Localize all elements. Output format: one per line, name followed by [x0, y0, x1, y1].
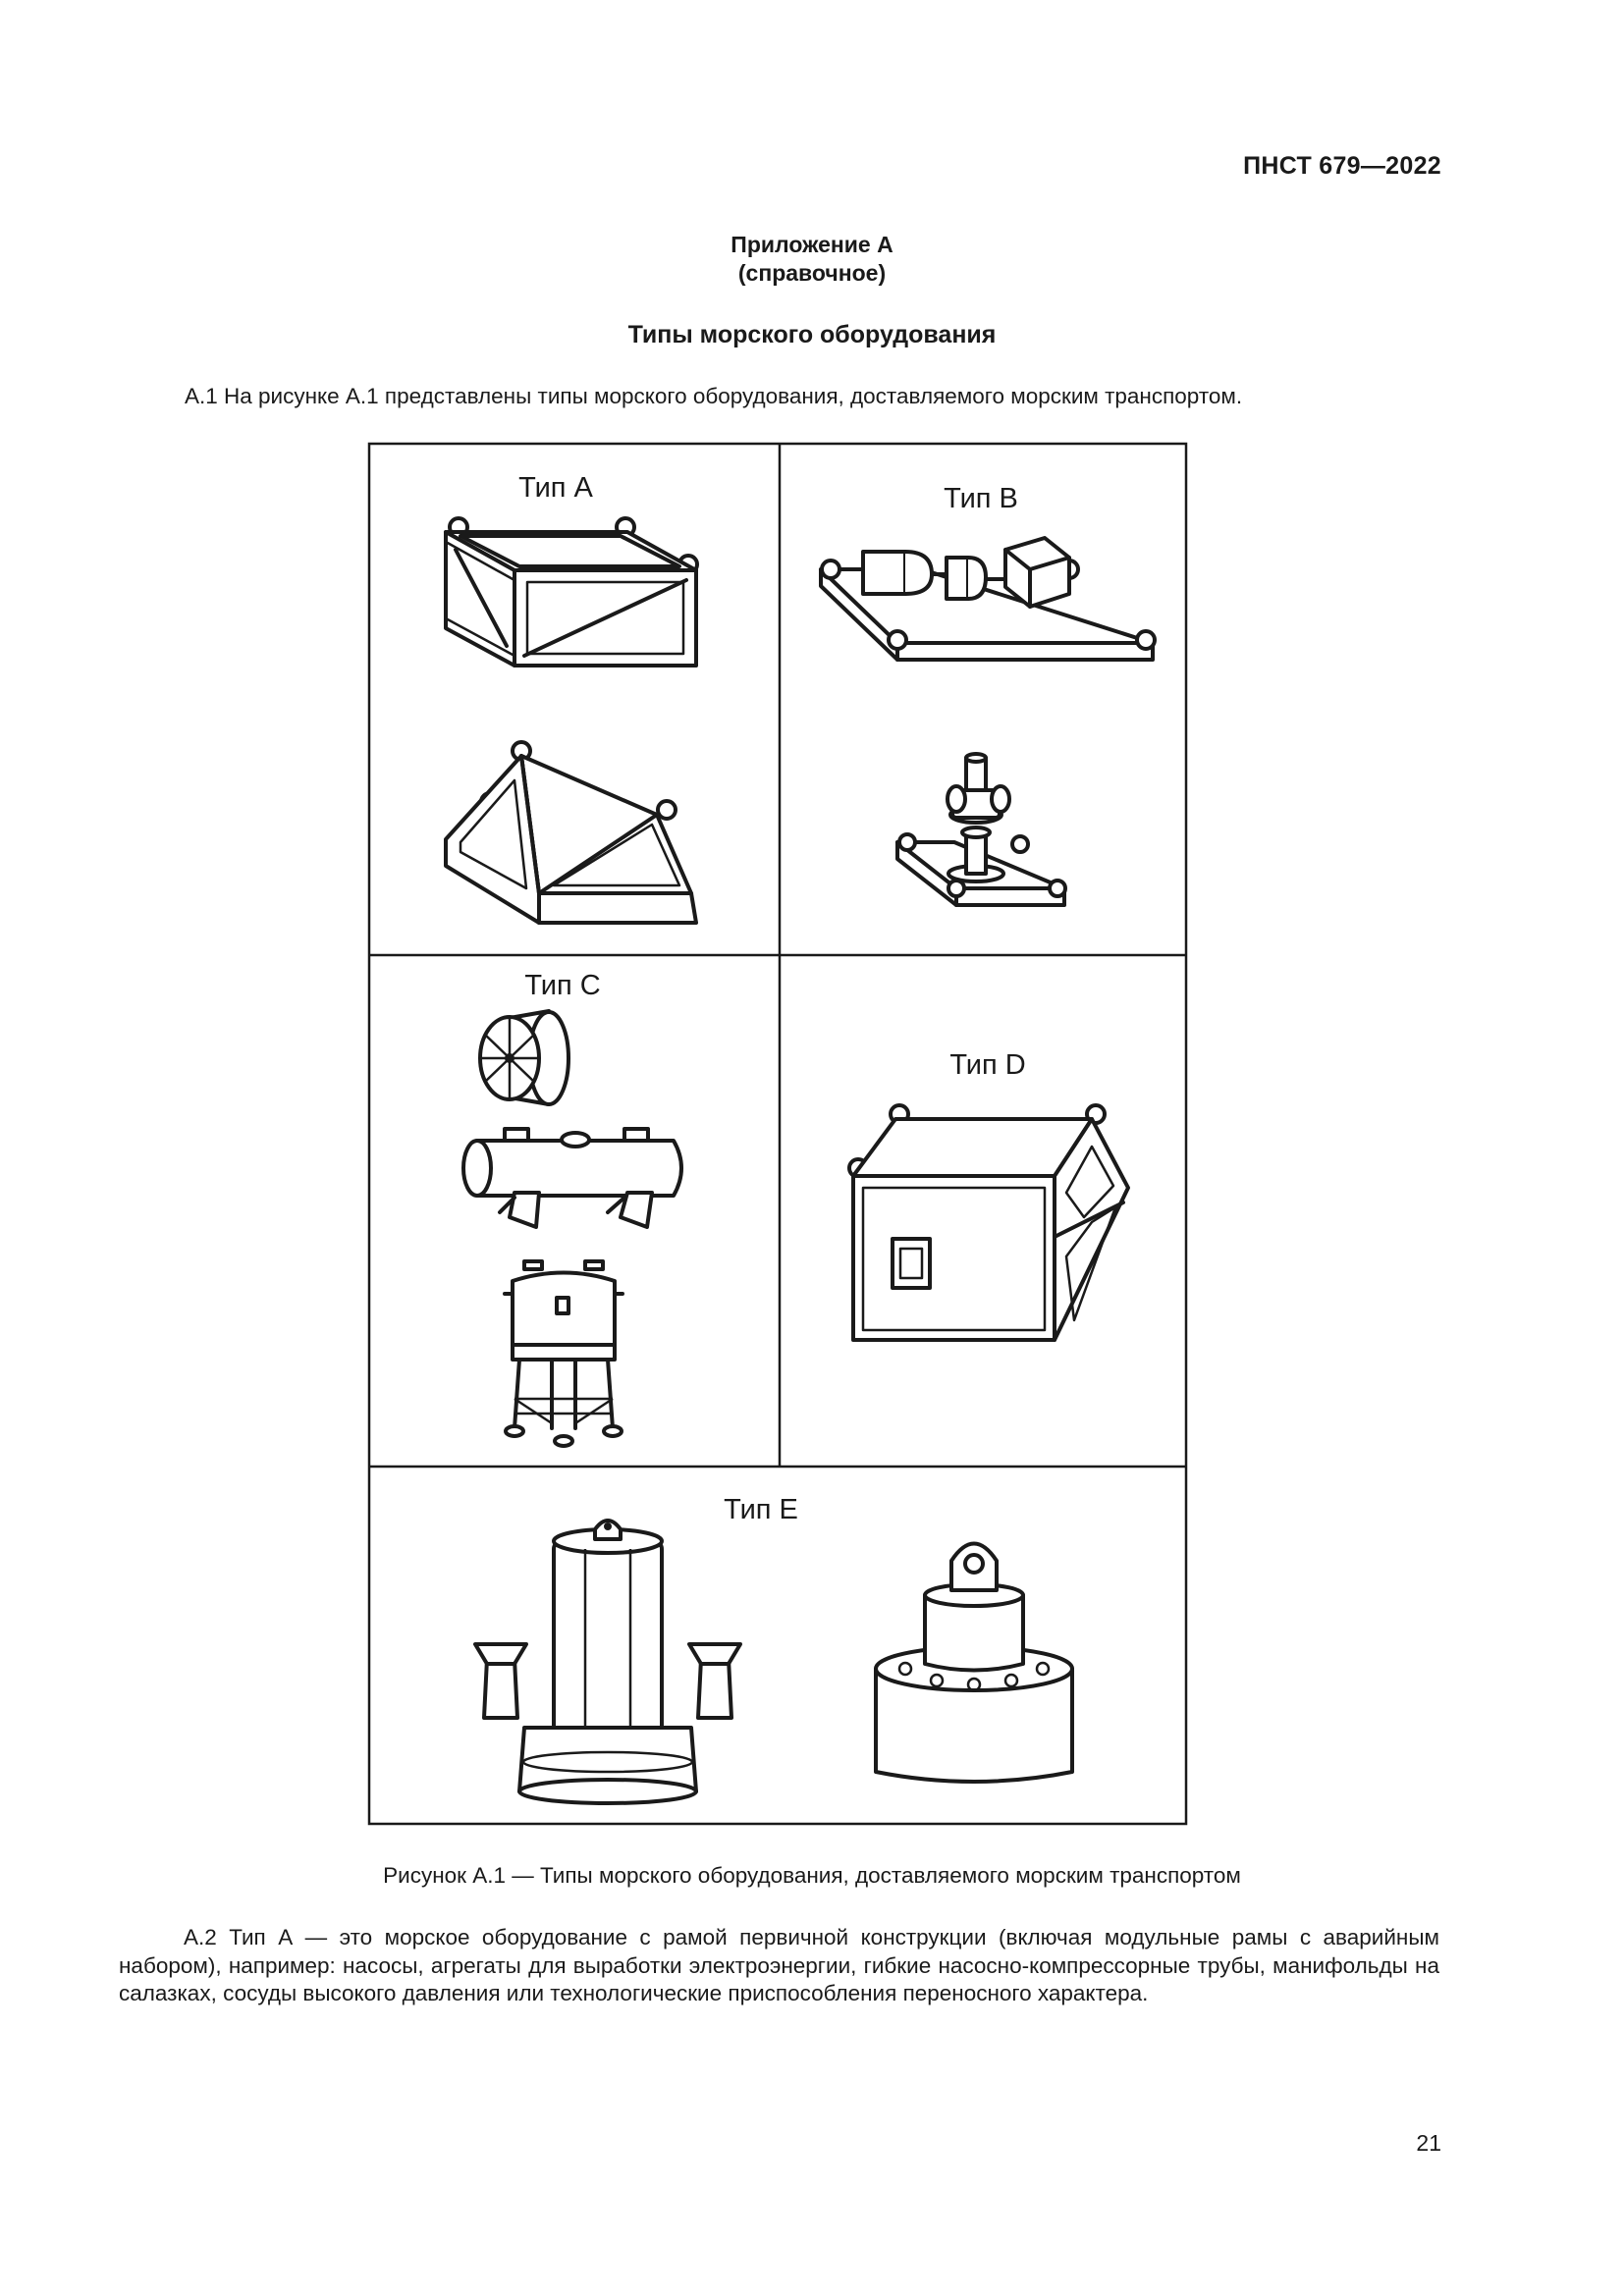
type-e-buoy-unit-illustration [473, 1519, 742, 1805]
figure-a1: Тип А Тип В Тип С Тип D Тип Е [367, 442, 1188, 1826]
paragraph-a2-text: А.2 Тип А — это морское оборудование с р… [119, 1925, 1439, 2005]
label-type-a: Тип А [518, 472, 593, 504]
label-type-b: Тип В [944, 483, 1018, 514]
type-b-valve-skid-illustration [895, 752, 1067, 907]
equipment-types-figure: Тип А Тип В Тип С Тип D Тип Е [367, 442, 1188, 1826]
annex-status: (справочное) [737, 260, 887, 286]
type-a-trapezoid-frame-illustration [444, 740, 698, 925]
type-c-horizontal-tank-illustration [461, 1127, 683, 1229]
label-type-d: Тип D [949, 1049, 1025, 1081]
document-code: ПНСТ 679—2022 [1243, 152, 1441, 180]
label-type-e: Тип Е [724, 1494, 798, 1525]
annex-heading: Приложение А (справочное) [0, 231, 1624, 288]
type-a-frame-container-illustration [444, 516, 699, 667]
paragraph-a1: А.1 На рисунке А.1 представлены типы мор… [185, 384, 1243, 408]
figure-frame [367, 442, 1188, 1826]
type-c-vertical-vessel-illustration [503, 1259, 624, 1448]
annex-title: Типы морского оборудования [627, 321, 997, 348]
paragraph-a2: А.2 Тип А — это морское оборудование с р… [119, 1924, 1439, 2008]
figure-caption: Рисунок А.1 — Типы морского оборудования… [383, 1863, 1241, 1888]
type-e-flanged-cylinder-illustration [874, 1541, 1074, 1784]
label-type-c: Тип С [524, 970, 600, 1001]
page-number: 21 [1416, 2130, 1441, 2156]
annex-label: Приложение А [731, 232, 893, 257]
type-c-reel-illustration [478, 1009, 570, 1106]
type-d-cabin-container-illustration [847, 1103, 1130, 1342]
type-b-skid-motor-illustration [819, 536, 1157, 662]
